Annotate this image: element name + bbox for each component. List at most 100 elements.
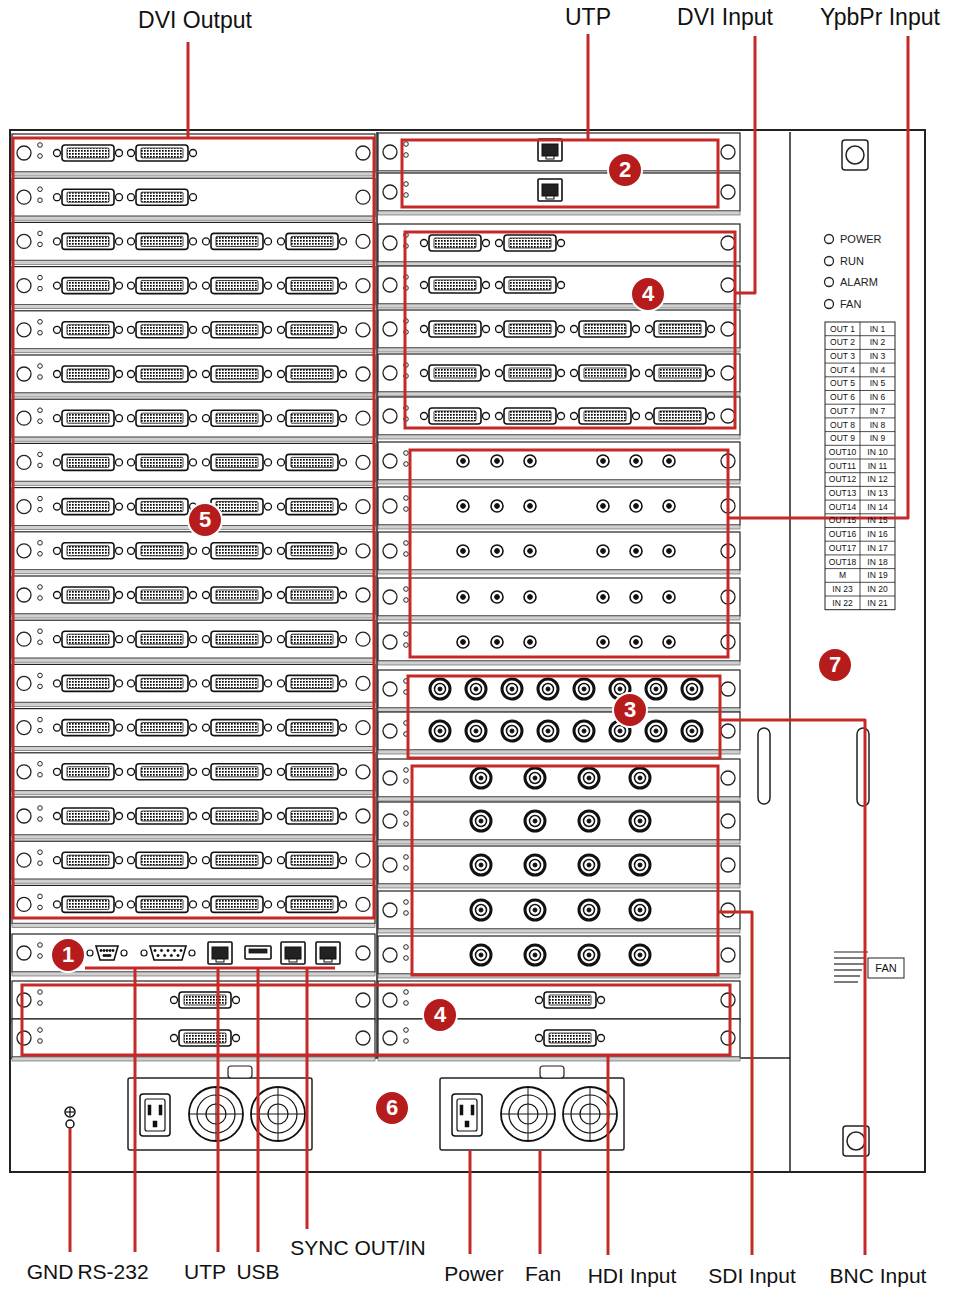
leader-line — [718, 912, 752, 1255]
dvi-screw — [265, 901, 272, 908]
dvi-screw — [708, 413, 715, 420]
rj45-port — [208, 942, 232, 964]
dvi-screw — [190, 150, 197, 157]
table-cell: OUT 9 — [830, 434, 855, 443]
card-ejector — [17, 853, 31, 867]
table-cell: OUT14 — [829, 503, 856, 512]
dvi-connector — [211, 764, 263, 780]
dvi-pins — [141, 502, 183, 512]
card-ejector — [17, 455, 31, 469]
db9-screw — [87, 950, 93, 956]
bnc-ring — [635, 860, 646, 871]
card-ejector — [383, 322, 397, 336]
dvi-pins — [291, 899, 333, 909]
dvi-pins — [291, 546, 333, 556]
bnc-pin — [638, 776, 642, 780]
status-led — [38, 154, 43, 159]
card-rail — [12, 260, 375, 264]
bnc-connector — [525, 855, 545, 875]
dvi-connector — [62, 233, 114, 249]
ypbpr-jack — [457, 500, 469, 512]
led-label: RUN — [840, 256, 864, 267]
status-led — [38, 585, 43, 590]
ypbpr-jack — [491, 545, 503, 557]
card-ejector — [721, 903, 735, 917]
dvi-pins — [141, 236, 183, 246]
io-card — [12, 620, 375, 658]
dvi-screw — [496, 370, 503, 377]
dvi-connector — [211, 896, 263, 912]
bnc-ring — [635, 773, 646, 784]
dvi-screw — [54, 901, 61, 908]
status-led — [38, 943, 43, 948]
dvi-connector — [62, 543, 114, 559]
iec-pin — [460, 1105, 463, 1115]
dvi-pins — [509, 324, 551, 334]
status-led — [38, 806, 43, 811]
dvi-connector — [62, 278, 114, 294]
io-card — [12, 443, 375, 481]
card-ejector — [17, 1031, 31, 1045]
dvi-screw — [128, 724, 135, 731]
card-ejector — [356, 765, 370, 779]
status-led — [404, 779, 409, 784]
dvi-pins — [67, 723, 109, 733]
dvi-pins — [216, 281, 258, 291]
bnc-connector — [630, 768, 650, 788]
dvi-screw — [54, 724, 61, 731]
dvi-screw — [598, 1035, 605, 1042]
card-ejector — [356, 632, 370, 646]
bnc-connector — [682, 721, 702, 741]
status-led — [404, 182, 409, 187]
bnc-connector — [579, 855, 599, 875]
bnc-connector — [502, 721, 522, 741]
card-rail — [12, 172, 375, 176]
dvi-connector — [211, 675, 263, 691]
dvi-screw — [116, 592, 123, 599]
bnc-pin — [638, 908, 642, 912]
dvi-screw — [558, 240, 565, 247]
dvi-pins — [67, 767, 109, 777]
dvi-screw — [128, 282, 135, 289]
dvi-screw — [190, 857, 197, 864]
port-label: USB — [236, 1261, 279, 1282]
dvi-screw — [54, 194, 61, 201]
card-ejector — [356, 279, 370, 293]
bnc-pin — [587, 908, 591, 912]
dvi-screw — [190, 680, 197, 687]
db9-pin — [106, 949, 108, 951]
dvi-connector — [136, 764, 188, 780]
card-ejector — [17, 632, 31, 646]
power-supply — [440, 1078, 624, 1150]
dvi-screw — [598, 997, 605, 1004]
dvi-pins — [141, 855, 183, 865]
dvi-pins — [216, 502, 258, 512]
status-led — [404, 507, 409, 512]
status-led — [38, 673, 43, 678]
dvi-connector — [211, 454, 263, 470]
bnc-pin — [479, 819, 483, 823]
ypbpr-jack — [663, 591, 675, 603]
dvi-screw — [278, 415, 285, 422]
status-led — [38, 596, 43, 601]
card-ejector — [17, 544, 31, 558]
ypbpr-jack — [630, 500, 642, 512]
io-card — [378, 354, 740, 392]
dvi-connector — [286, 366, 338, 382]
bnc-connector — [525, 900, 545, 920]
dvi-screw — [646, 370, 653, 377]
dvi-pins — [141, 634, 183, 644]
card-ejector — [721, 366, 735, 380]
ypbpr-jack — [491, 636, 503, 648]
status-led — [404, 552, 409, 557]
dvi-connector — [504, 408, 556, 424]
leader-line — [217, 968, 220, 1252]
psu-handle — [540, 1066, 564, 1078]
card-ejector — [721, 682, 735, 696]
dvi-connector — [62, 720, 114, 736]
leader-line — [728, 36, 908, 518]
bnc-connector — [430, 679, 450, 699]
dvi-screw — [128, 592, 135, 599]
dvi-pins — [67, 678, 109, 688]
card-rail — [378, 929, 740, 933]
